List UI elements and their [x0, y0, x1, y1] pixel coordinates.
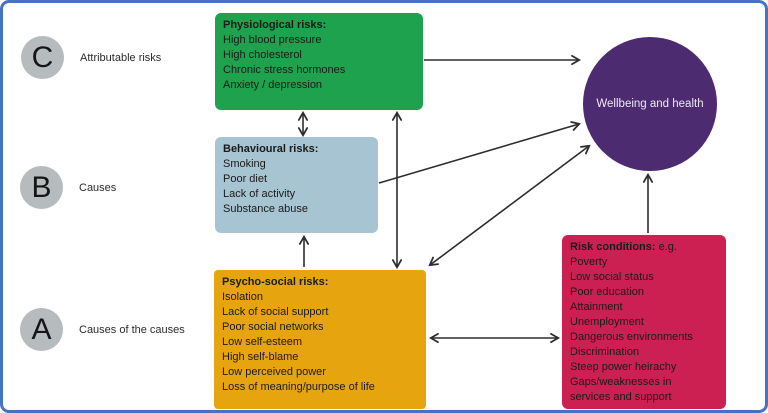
psychosocial-item: Isolation — [222, 291, 263, 303]
box-behavioural-title: Behavioural risks: — [223, 143, 319, 155]
outcome-circle-wellbeing-and-health: Wellbeing and health — [583, 37, 717, 171]
box-physiological-title: Physiological risks: — [223, 19, 327, 31]
risk-conditions-item: Attainment — [570, 301, 623, 313]
legend-row-a: A Causes of the causes — [20, 308, 185, 351]
risk-conditions-item: Poor education — [570, 286, 644, 298]
psychosocial-item: Poor social networks — [222, 321, 324, 333]
risk-conditions-item: Steep power heirachy — [570, 361, 677, 373]
box-psychosocial-risks: Psycho-social risks: Isolation Lack of s… — [214, 270, 426, 409]
behavioural-item: Smoking — [223, 158, 266, 170]
risk-conditions-item: Unemployment — [570, 316, 644, 328]
behavioural-item: Lack of activity — [223, 188, 296, 200]
legend-label-causes: Causes — [79, 181, 117, 194]
legend-circle-c: C — [21, 36, 64, 79]
physiological-item: Anxiety / depression — [223, 79, 323, 91]
behavioural-item: Substance abuse — [223, 203, 309, 215]
legend-row-c: C Attributable risks — [21, 36, 161, 79]
risk-conditions-item: Low social status — [570, 271, 654, 283]
physiological-item: High cholesterol — [223, 49, 302, 61]
psychosocial-item: Low self-esteem — [222, 336, 303, 348]
risk-conditions-item: Discrimination — [570, 346, 640, 358]
behavioural-item: Poor diet — [223, 173, 268, 185]
psychosocial-item: High self-blame — [222, 351, 299, 363]
legend-circle-a: A — [20, 308, 63, 351]
risk-conditions-title-text: Risk conditions: — [570, 241, 656, 253]
physiological-item: Chronic stress hormones — [223, 64, 346, 76]
box-psychosocial-title: Psycho-social risks: — [222, 276, 329, 288]
box-behavioural-risks: Behavioural risks: Smoking Poor diet Lac… — [215, 137, 378, 233]
legend-row-b: B Causes — [20, 166, 116, 209]
risk-conditions-item: Dangerous environments — [570, 331, 693, 343]
legend-label-causes-of-the-causes: Causes of the causes — [79, 323, 185, 336]
psychosocial-item: Loss of meaning/purpose of life — [222, 381, 375, 393]
box-risk-conditions-title: Risk conditions: e.g. — [570, 240, 702, 255]
legend-circle-b: B — [20, 166, 63, 209]
arrow-behavioural-to-outcome — [378, 124, 579, 184]
box-physiological-risks: Physiological risks: High blood pressure… — [215, 13, 423, 110]
legend-letter-b: B — [31, 170, 52, 204]
risk-conditions-item: Poverty — [570, 256, 608, 268]
psychosocial-item: Lack of social support — [222, 306, 329, 318]
box-risk-conditions: Risk conditions: e.g. Poverty Low social… — [562, 235, 726, 409]
legend-letter-c: C — [31, 40, 54, 74]
risk-conditions-item: Gaps/weaknesses in services and support — [570, 376, 672, 403]
risk-conditions-title-suffix: e.g. — [655, 241, 677, 253]
physiological-item: High blood pressure — [223, 34, 322, 46]
psychosocial-item: Low perceived power — [222, 366, 326, 378]
outcome-label: Wellbeing and health — [596, 98, 704, 110]
legend-label-attributable-risks: Attributable risks — [80, 51, 162, 64]
legend-letter-a: A — [31, 312, 52, 346]
